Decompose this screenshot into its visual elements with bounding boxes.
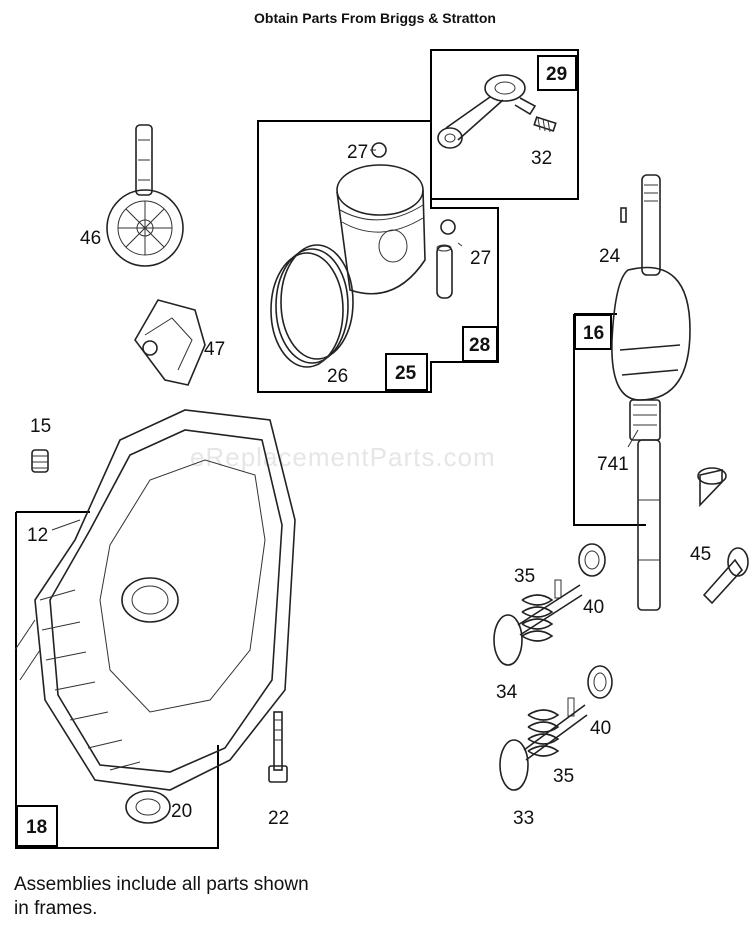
- cylinder-block: [14, 409, 296, 791]
- connecting-rod: [437, 74, 537, 149]
- callout-40-upper: 40: [583, 597, 604, 618]
- callout-741: 741: [597, 454, 629, 475]
- oil-seal: [125, 790, 171, 824]
- frame-label-28: 28: [469, 335, 490, 356]
- intake-valve-spring: [521, 579, 562, 642]
- frame-18: 18: [14, 409, 296, 849]
- callout-34: 34: [496, 682, 518, 703]
- valve-lifter-upper: [697, 467, 727, 507]
- callouts: 46 47 27 27 32 24 26 15 12 741 45 35 40 …: [27, 142, 711, 829]
- callout-27: 27: [470, 248, 491, 269]
- governor-assembly: [134, 299, 206, 386]
- valve-lifter-lower: [702, 547, 749, 605]
- callout-45: 45: [690, 544, 711, 565]
- watermark: eReplacementParts.com: [190, 442, 496, 472]
- callout-46: 46: [80, 228, 101, 249]
- frame-label-16: 16: [583, 323, 604, 344]
- retaining-clip: [440, 219, 456, 235]
- frame-label-25: 25: [395, 363, 417, 384]
- page-header: Obtain Parts From Briggs & Stratton: [254, 10, 496, 26]
- frame-28: 28: [436, 219, 498, 362]
- footnote: Assemblies include all parts shown in fr…: [14, 874, 309, 919]
- callout-47: 47: [204, 339, 225, 360]
- callout-24: 24: [599, 246, 621, 267]
- breather-plug: [31, 449, 49, 473]
- rod-bolt: [533, 116, 557, 133]
- leader-lines: [51, 149, 639, 531]
- callout-35-upper: 35: [514, 566, 535, 587]
- frame-label-29: 29: [546, 64, 567, 85]
- frame-29: 29: [430, 49, 579, 200]
- cam-gear: [106, 124, 184, 267]
- callout-32: 32: [531, 148, 552, 169]
- callout-40-lower: 40: [590, 718, 611, 739]
- piston: [336, 164, 426, 295]
- crankshaft-key: [620, 207, 627, 223]
- callout-22: 22: [268, 808, 289, 829]
- intake-valve: [493, 584, 583, 666]
- callout-12: 12: [27, 525, 48, 546]
- piston-pin: [436, 244, 453, 299]
- frame-16: 16: [573, 174, 691, 611]
- callout-26: 26: [327, 366, 348, 387]
- dowel-screw: [268, 711, 288, 783]
- exhaust-valve-spring: [527, 697, 575, 757]
- callout-20: 20: [171, 801, 192, 822]
- exhaust-valve: [499, 704, 588, 791]
- frame-label-18: 18: [26, 817, 47, 838]
- callout-33: 33: [513, 808, 534, 829]
- exhaust-valve-seal: [587, 665, 613, 699]
- callout-35-lower: 35: [553, 766, 574, 787]
- piston-rings: [270, 244, 354, 368]
- callout-15: 15: [30, 416, 51, 437]
- intake-valve-seal: [578, 543, 606, 577]
- crankshaft: [611, 174, 691, 611]
- callout-27-top: 27: [347, 142, 368, 163]
